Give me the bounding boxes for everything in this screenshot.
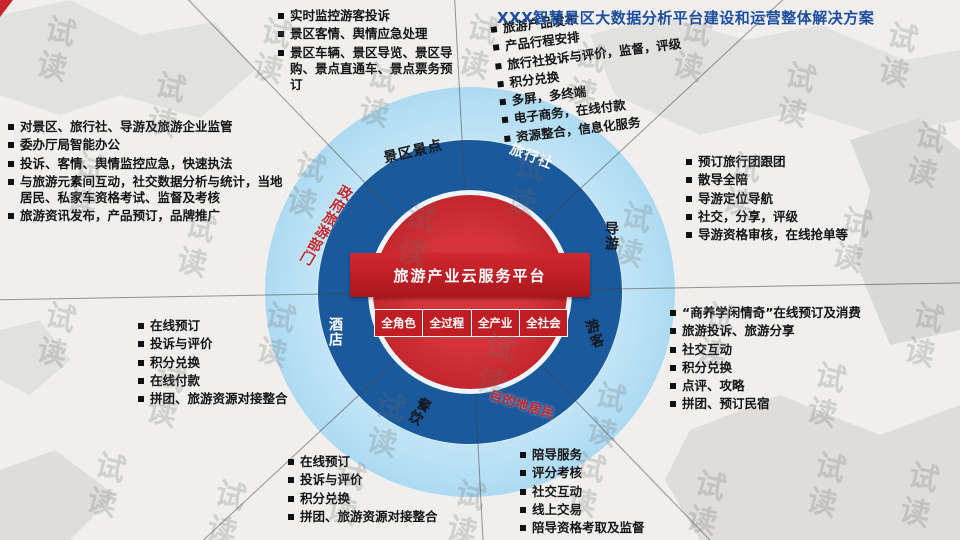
list-item: 与旅游元素间互动，社交数据分析与统计，当地居民、私家车资格考试、监督及考核 [8, 174, 288, 207]
platform-title: 旅游产业云服务平台 [393, 266, 547, 285]
bullet-icon [670, 310, 676, 316]
list-item: 景区车辆、景区导览、景区导购、景点直通车、景点票务预订 [278, 45, 456, 94]
dimension-badge: 全产业 [470, 309, 520, 337]
bullet-icon [686, 195, 692, 202]
bullet-icon [288, 477, 294, 484]
bullet-icon [686, 159, 692, 165]
dimension-badge: 全角色 [374, 309, 424, 337]
list-item: 社交互动 [520, 484, 710, 500]
list-item: 在线预订 [138, 318, 333, 334]
bullet-icon [278, 13, 284, 19]
bullet-icon [138, 323, 144, 329]
list-item: 投诉与评价 [138, 336, 333, 352]
list-item: 点评、攻略 [670, 378, 932, 394]
dimension-badge: 全社会 [518, 309, 568, 337]
scenic-spot-services-list: 实时监控游客投诉景区客情、舆情应急处理景区车辆、景区导览、景区导购、景点直通车、… [278, 8, 456, 95]
bullet-icon [686, 232, 692, 238]
resident-services-list: 陪导服务评分考核社交互动线上交易陪导资格考取及监督 [520, 447, 710, 538]
dining-services-list: 在线预订投诉与评价积分兑换拼团、旅游资源对接整合 [288, 454, 488, 527]
bullet-icon [497, 80, 504, 88]
list-item: 拼团、旅游资源对接整合 [138, 391, 333, 407]
list-item: 社交互动 [670, 342, 932, 358]
list-item: 投诉与评价 [288, 472, 488, 488]
list-item: 在线付款 [138, 373, 333, 389]
bullet-icon [495, 62, 502, 70]
bullet-icon [670, 401, 676, 408]
list-item: “商养学闲情奇”在线预订及消费 [670, 305, 932, 321]
list-item: 旅游投诉、旅游分享 [670, 323, 932, 339]
bullet-icon [670, 346, 676, 353]
bullet-icon [138, 341, 144, 348]
list-item: 委办厅局智能办公 [8, 137, 288, 153]
list-item: 积分兑换 [670, 360, 932, 376]
list-item: 导游定位导航 [686, 191, 854, 207]
list-item: 在线预订 [288, 454, 488, 470]
bullet-icon [501, 116, 509, 124]
bullet-icon [520, 470, 526, 477]
dimension-badges: 全角色全过程全产业全社会 [374, 309, 568, 337]
bullet-icon [492, 44, 500, 52]
list-item: 对景区、旅行社、导游及旅游企业监管 [8, 119, 288, 135]
list-item: 旅游资讯发布，产品预订，品牌推广 [8, 208, 288, 224]
bullet-icon [138, 359, 144, 366]
bullet-icon [670, 328, 676, 335]
bullet-icon [278, 31, 284, 38]
list-item: 预订旅行团跟团 [686, 154, 854, 170]
list-item: 积分兑换 [288, 491, 488, 507]
list-item: 陪导服务 [520, 447, 710, 463]
list-item: 导游资格审核，在线抢单等 [686, 227, 854, 243]
bullet-icon [670, 383, 676, 389]
list-item: 陪导资格考取及监督 [520, 520, 710, 536]
slide-title: XXX智慧景区大数据分析平台建设和运营整体解决方案 [497, 9, 875, 27]
bullet-icon [520, 525, 526, 531]
bullet-icon [520, 452, 526, 458]
list-item: 景区客情、舆情应急处理 [278, 26, 456, 42]
list-item: 拼团、预订民宿 [670, 396, 932, 412]
bullet-icon [138, 396, 144, 402]
bullet-icon [288, 459, 294, 465]
bullet-icon [8, 160, 14, 167]
bullet-icon [8, 178, 14, 185]
bullet-icon [670, 364, 676, 371]
list-item: 积分兑换 [138, 355, 333, 371]
bullet-icon [520, 488, 526, 495]
bullet-icon [8, 124, 14, 130]
list-item: 散导全陪 [686, 172, 854, 188]
government-services-list: 对景区、旅行社、导游及旅游企业监管委办厅局智能办公投诉、客情、舆情监控应急，快速… [8, 119, 288, 227]
list-item: 评分考核 [520, 465, 710, 481]
bullet-icon [686, 213, 692, 220]
list-item: 投诉、客情、舆情监控应急，快速执法 [8, 156, 288, 172]
platform-banner: 旅游产业云服务平台 [350, 253, 590, 297]
bullet-icon [499, 98, 507, 106]
bullet-icon [686, 177, 692, 184]
bullet-icon [503, 134, 511, 142]
bullet-icon [288, 495, 294, 502]
bullet-icon [278, 49, 284, 56]
ring-label-hotel: 酒店 [327, 317, 343, 347]
list-item: 实时监控游客投诉 [278, 8, 456, 24]
bullet-icon [520, 506, 526, 513]
bullet-icon [288, 513, 294, 520]
ring-label-tour-guide: 导游 [603, 221, 619, 251]
dimension-badge: 全过程 [422, 309, 472, 337]
bullet-icon [8, 142, 14, 149]
corner-fold-mark [0, 0, 13, 17]
list-item: 拼团、旅游资源对接整合 [288, 509, 488, 525]
tour-guide-services-list: 预订旅行团跟团散导全陪导游定位导航社交，分享，评级导游资格审核，在线抢单等 [686, 154, 854, 245]
bullet-icon [8, 213, 14, 220]
list-item: 线上交易 [520, 502, 710, 518]
tourist-services-list: “商养学闲情奇”在线预订及消费旅游投诉、旅游分享社交互动积分兑换点评、攻略拼团、… [670, 305, 932, 415]
bullet-icon [138, 377, 144, 384]
list-item: 社交，分享，评级 [686, 209, 854, 225]
hotel-services-list: 在线预订投诉与评价积分兑换在线付款拼团、旅游资源对接整合 [138, 318, 333, 409]
